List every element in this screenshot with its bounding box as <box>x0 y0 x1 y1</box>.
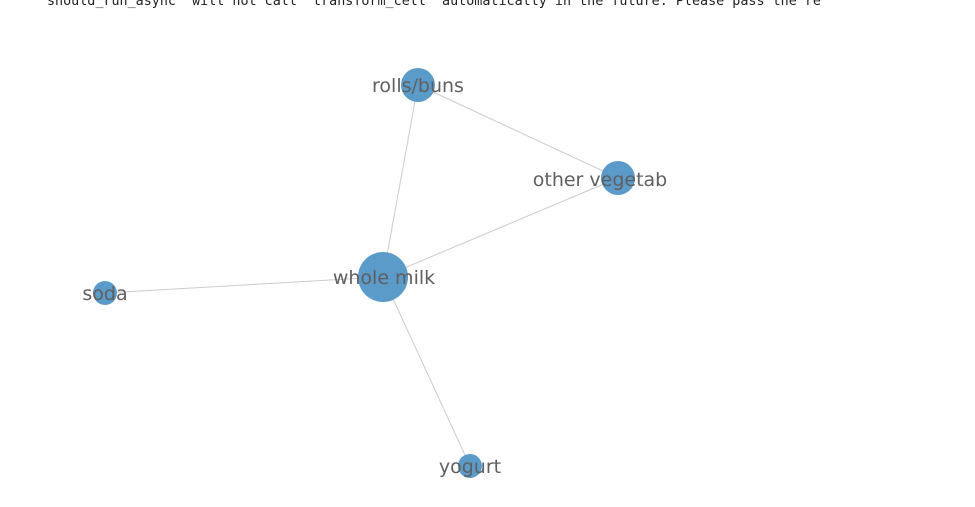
node-other_veg <box>601 161 635 195</box>
graph-labels: rolls/buns other vegetab whole milk soda yog… <box>82 75 667 478</box>
graph-nodes <box>93 68 635 478</box>
node-label-whole_milk: whole milk <box>333 267 435 289</box>
node-rolls_buns <box>401 68 435 102</box>
node-yogurt <box>458 454 482 478</box>
edge-other_veg-whole_milk <box>382 177 619 278</box>
node-whole_milk <box>358 252 408 302</box>
node-soda <box>93 281 117 305</box>
edge-rolls_buns-other_veg <box>417 84 619 179</box>
node-label-rolls_buns: rolls/buns <box>372 75 464 97</box>
node-label-soda: soda <box>82 283 127 305</box>
node-label-yogurt: yogurt <box>439 456 501 478</box>
warning-text: should_run_async` will not call `transfo… <box>47 0 821 9</box>
edge-rolls_buns-whole_milk <box>382 84 419 278</box>
edge-whole_milk-soda <box>104 276 384 294</box>
graph-edges <box>104 84 619 467</box>
edge-whole_milk-yogurt <box>382 276 471 467</box>
node-label-other_veg: other vegetab <box>533 169 668 191</box>
